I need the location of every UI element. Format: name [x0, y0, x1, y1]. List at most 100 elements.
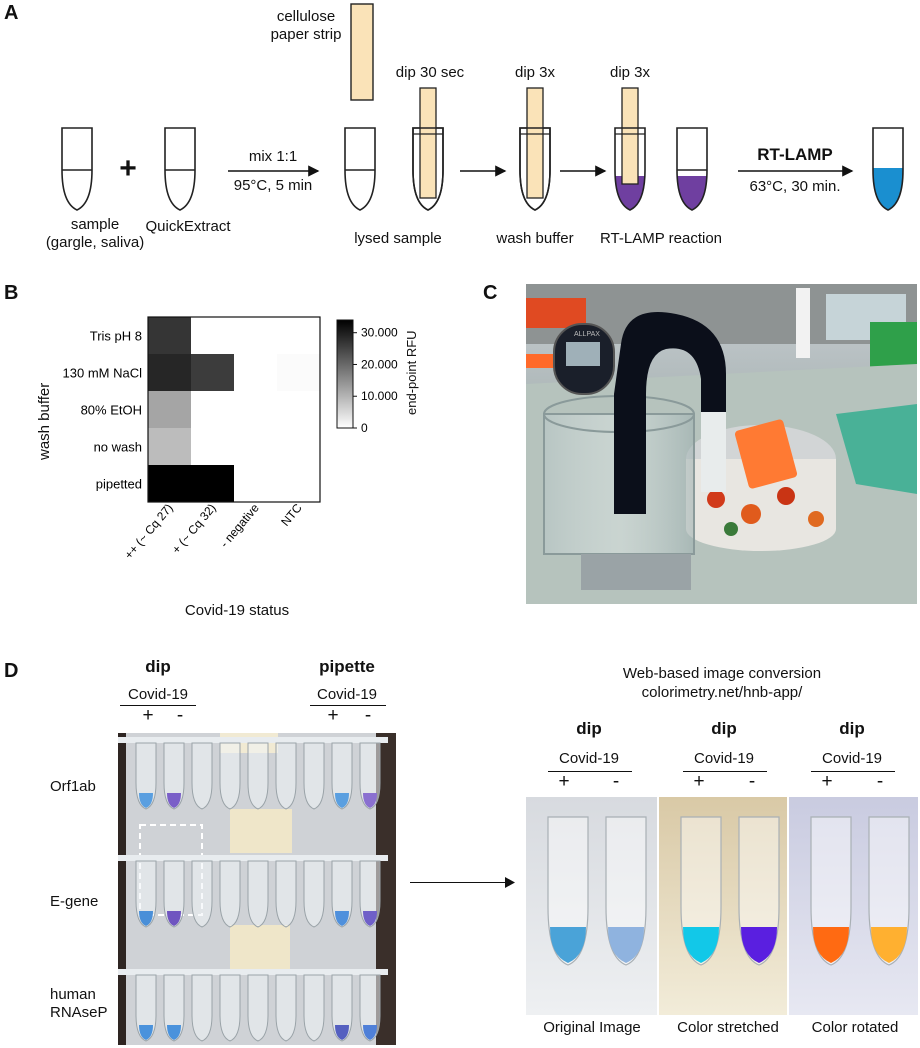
panel-c-letter: C [483, 282, 498, 304]
row-label-orf1ab: Orf1ab [50, 778, 96, 795]
mix-label: mix 1:1 [248, 148, 298, 165]
panel-a-diagram [61, 3, 904, 211]
lysed-sample-tube [344, 127, 376, 211]
converted-tube-liquid [550, 927, 586, 963]
d-pipette-title: pipette [319, 657, 375, 676]
strip-tube [247, 742, 269, 810]
dip-3x-rt-label: dip 3x [609, 64, 651, 81]
strip-tube [219, 860, 241, 928]
strip-tube [303, 860, 325, 928]
strip-tube [275, 860, 297, 928]
d-pipette-covid: Covid-19 [316, 686, 378, 703]
strip-tube-liquid [139, 793, 153, 808]
dip-3x-wash-label: dip 3x [514, 64, 556, 81]
heatmap-frame [147, 316, 321, 503]
strip-tube-liquid [139, 1025, 153, 1040]
sample-tube [61, 127, 93, 211]
strip-tube-liquid [363, 911, 377, 926]
heatmap-xlabel: Covid-19 status [184, 602, 290, 619]
sample-label-2: (gargle, saliva) [45, 234, 145, 251]
strip-tube-liquid [335, 911, 349, 926]
strip-tube [359, 974, 381, 1042]
sub-minus-1: - [612, 771, 620, 792]
sub-covid-1: Covid-19 [558, 750, 620, 767]
heatmap-row-label: 80% EtOH [81, 403, 142, 418]
heatmap-cell [191, 354, 234, 391]
sub-plus-2: + [693, 771, 705, 792]
strip-tube [191, 860, 213, 928]
stretched-image-photo [659, 797, 787, 1015]
strip-tube-liquid [139, 911, 153, 926]
tube-strips-photo [118, 733, 396, 1045]
strip-tube [191, 974, 213, 1042]
cellulose-strip [350, 3, 374, 101]
heatmap-cell [234, 354, 277, 391]
converted-tube-liquid [608, 927, 644, 963]
colorbar-tick-label: 10.000 [361, 389, 398, 403]
strip-tube [247, 974, 269, 1042]
colorbar-label: end-point RFU [404, 330, 419, 415]
heatmap-cell [148, 465, 191, 502]
rtlamp-strip-tube [614, 87, 646, 211]
strip-tube-liquid [335, 1025, 349, 1040]
d-arrow-head [505, 877, 515, 888]
caption-rotated: Color rotated [811, 1019, 899, 1036]
final-blue-tube [872, 127, 904, 211]
strip-tube [359, 860, 381, 928]
d-dip-minus: - [176, 705, 184, 726]
heatmap-cell [191, 391, 234, 428]
panel-a-letter: A [4, 2, 19, 24]
panel-d-letter: D [4, 660, 19, 682]
heatmap-cell [277, 428, 320, 465]
web-title-2: colorimetry.net/hnb-app/ [641, 684, 803, 701]
plus-sign: + [119, 152, 137, 185]
heatmap-row-label: Tris pH 8 [90, 329, 142, 344]
colorbar-tick-label: 0 [361, 421, 368, 435]
dip-30-label: dip 30 sec [395, 64, 465, 81]
strip-tube [163, 974, 185, 1042]
strip-tube-liquid [167, 911, 181, 926]
strip-cap-bar [118, 969, 388, 975]
converted-tube-liquid [683, 927, 719, 963]
sample-label-1: sample [70, 216, 120, 233]
strip-tube [135, 860, 157, 928]
colorbar-tick-label: 20.000 [361, 357, 398, 371]
strip-tube [303, 974, 325, 1042]
heatmap-cell [277, 391, 320, 428]
heatmap-cell [234, 465, 277, 502]
strip-tube [163, 742, 185, 810]
panel-b-letter: B [4, 282, 19, 304]
heatmap-row-label: pipetted [96, 477, 142, 492]
d-dip-covid: Covid-19 [127, 686, 189, 703]
mix-condition-label: 95°C, 5 min [233, 177, 313, 194]
row-label-human: human [50, 986, 96, 1003]
strip-tube-liquid [363, 793, 377, 808]
color-conversion-photos [526, 797, 918, 1015]
heatmap-cell [234, 428, 277, 465]
strip-label-1: cellulose [276, 8, 336, 25]
quickextract-label: QuickExtract [145, 218, 231, 235]
heatmap-cell [234, 317, 277, 354]
rtlamp-title: RT-LAMP [757, 145, 833, 164]
strip-tube [331, 974, 353, 1042]
wash-tube [519, 87, 551, 211]
strip-tube-liquid [167, 1025, 181, 1040]
strip-tube [331, 742, 353, 810]
strip-tube [331, 860, 353, 928]
web-title-1: Web-based image conversion [622, 665, 822, 682]
lysed-sample-label: lysed sample [354, 230, 442, 247]
row-label-egene: E-gene [50, 893, 99, 910]
sub-dip-1: dip [576, 719, 602, 738]
heatmap-col-label: ++ (~ Cq 27) [122, 501, 176, 562]
d-dip-plus: + [142, 705, 154, 726]
strip-tube [247, 860, 269, 928]
strip-tube [219, 974, 241, 1042]
strip-tube-liquid [363, 1025, 377, 1040]
heatmap-cell [148, 317, 191, 354]
sub-minus-3: - [876, 771, 884, 792]
heatmap-ylabel: wash buffer [36, 382, 53, 460]
heatmap-col-label: NTC [278, 501, 305, 529]
converted-tube-liquid [871, 927, 907, 963]
sub-dip-2: dip [711, 719, 737, 738]
